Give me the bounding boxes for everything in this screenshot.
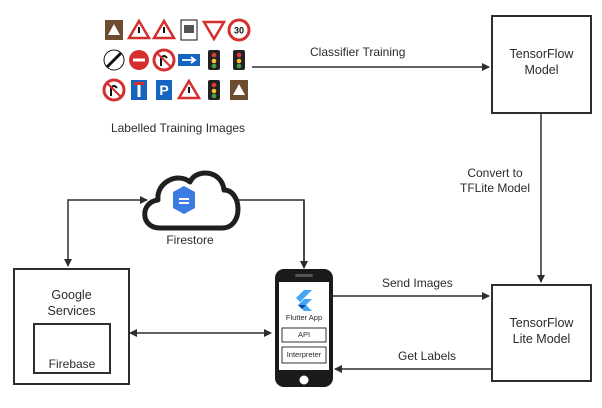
give-way-sign-icon — [201, 20, 227, 42]
api-box — [281, 327, 327, 343]
firestore-phone-connector — [222, 199, 305, 268]
traffic-light-sign-icon — [233, 50, 245, 70]
traffic-light-sign-icon — [208, 80, 220, 100]
firebase-box — [33, 323, 111, 374]
camping-sign-icon — [105, 20, 123, 40]
api-label: API — [297, 330, 311, 339]
tflite-model-box — [491, 284, 592, 382]
city-sign-icon — [180, 19, 198, 41]
one-way-sign-icon — [178, 54, 200, 66]
tensorflow-model-box — [491, 15, 592, 114]
warning-sign-icon — [176, 78, 202, 100]
send-images-label: Send Images — [382, 276, 453, 290]
falling-rocks-sign-icon — [151, 18, 177, 40]
speed-limit-sign-icon: 30 — [227, 18, 251, 42]
tflite-model-label: TensorFlow Lite Model — [509, 316, 574, 346]
svg-text:P: P — [159, 82, 168, 98]
picnic-sign-icon — [230, 80, 248, 100]
training-images-caption: Labelled Training Images — [110, 121, 246, 135]
get-labels-label: Get Labels — [398, 349, 457, 363]
google-services-label: Google Services — [47, 288, 96, 318]
training-image-grid: 30P — [102, 18, 251, 102]
svg-text:30: 30 — [234, 26, 244, 36]
pedestrian-signal-sign-icon — [208, 50, 220, 70]
danger-triangle-sign-icon — [126, 18, 152, 40]
classifier-training-label: Classifier Training — [310, 45, 406, 59]
parking-sign-icon: P — [156, 80, 172, 100]
convert-label: Convert to TFLite Model — [459, 166, 531, 195]
firebase-label: Firebase — [48, 357, 96, 371]
firestore-logo-icon — [173, 186, 195, 214]
no-right-turn-sign-icon — [102, 78, 126, 102]
flutter-app-label: Flutter App — [285, 313, 323, 322]
interpreter-box — [281, 346, 327, 364]
tensorflow-model-label: TensorFlow Model — [509, 47, 574, 77]
firestore-services-arrow — [64, 196, 148, 267]
firestore-label: Firestore — [166, 233, 214, 247]
no-through-road-sign-icon — [131, 80, 147, 100]
no-u-turn-sign-icon — [152, 48, 176, 72]
flutter-logo-icon — [296, 290, 312, 311]
interpreter-label: Interpreter — [286, 350, 322, 359]
no-entry-sign-icon — [129, 50, 149, 70]
national-speed-limit-sign-icon — [103, 49, 125, 71]
